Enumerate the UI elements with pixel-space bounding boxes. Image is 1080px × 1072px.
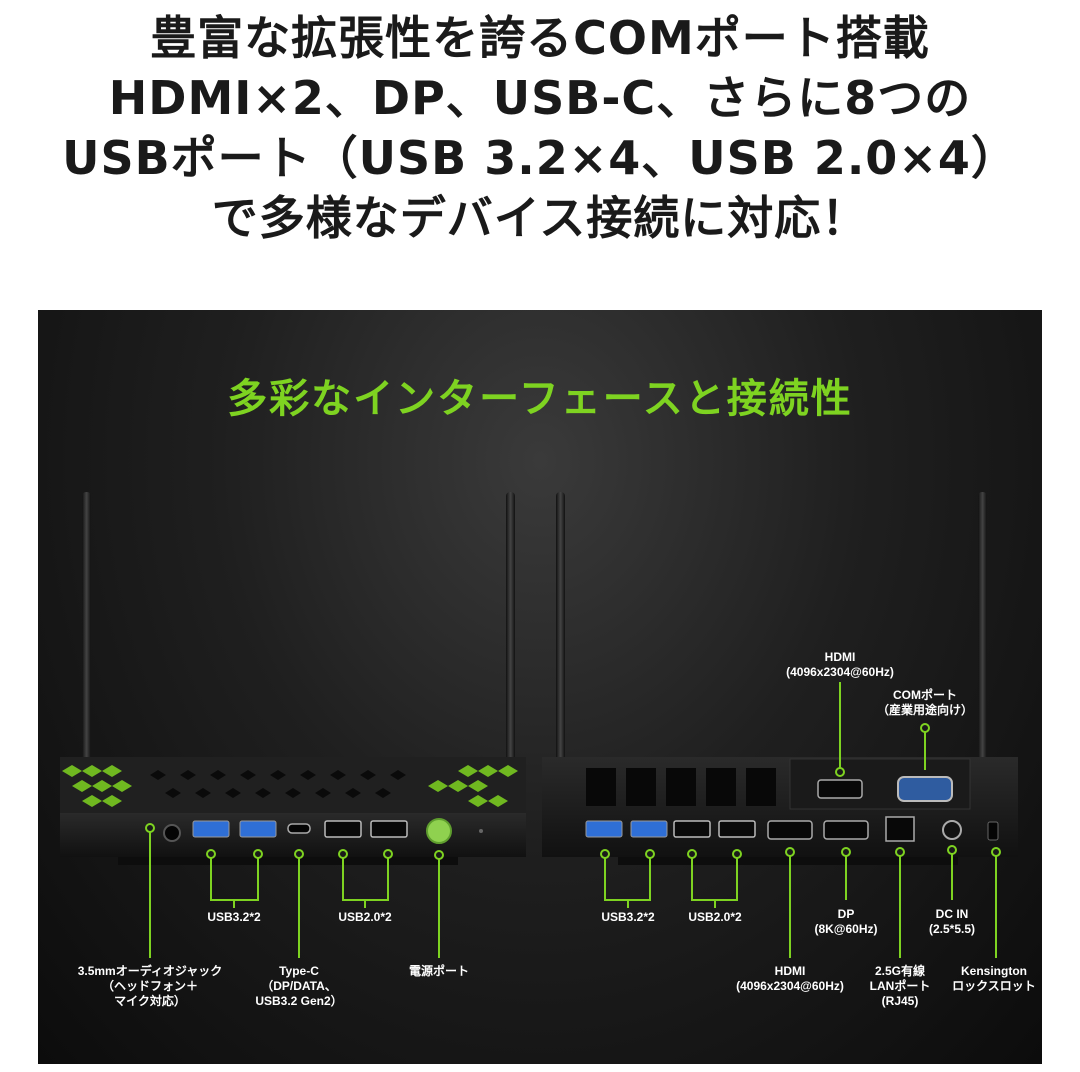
- callout-dots: [145, 723, 1001, 860]
- com-port-icon: [897, 776, 953, 802]
- dc-in-icon: [942, 820, 962, 840]
- power-button-icon: [426, 818, 452, 844]
- label-type-c-line-3: USB3.2 Gen2）: [255, 994, 343, 1008]
- label-rear-hdmi-bottom: HDMI (4096x2304@60Hz): [710, 964, 870, 994]
- label-front-usb20: USB2.0*2: [338, 910, 392, 924]
- antenna-icon: [506, 492, 515, 762]
- usb-port-icon: [192, 820, 230, 838]
- type-c-port-icon: [287, 823, 311, 834]
- vent-pattern-icon: [62, 765, 518, 807]
- label-rear-hdmi-bottom-line-1: HDMI: [774, 964, 806, 978]
- headline-line-4: で多様なデバイス接続に対応！: [211, 191, 869, 245]
- label-rear-hdmi-bottom-line-2: (4096x2304@60Hz): [736, 979, 844, 993]
- label-dc-in: DC IN (2.5*5.5): [912, 907, 992, 937]
- usb-port-icon: [324, 820, 362, 838]
- label-rear-usb20: USB2.0*2: [688, 910, 742, 924]
- label-kensington: Kensington ロックスロット: [946, 964, 1042, 994]
- kensington-lock-icon: [987, 821, 999, 841]
- dp-port-icon: [823, 820, 869, 840]
- label-com-port: COMポート （産業用途向け）: [865, 688, 985, 718]
- usb-port-icon: [585, 820, 623, 838]
- usb-port-icon: [239, 820, 277, 838]
- usb-port-icon: [370, 820, 408, 838]
- label-dp-line-1: DP: [837, 907, 855, 921]
- label-rear-usb32: USB3.2*2: [601, 910, 655, 924]
- usb-port-icon: [718, 820, 756, 838]
- device-illustration: [60, 492, 1018, 958]
- label-audio-jack-line-2: （ヘッドフォン＋: [101, 979, 198, 993]
- label-audio-jack-line-3: マイク対応）: [114, 994, 186, 1008]
- label-type-c: Type-C （DP/DATA、 USB3.2 Gen2）: [239, 964, 359, 1009]
- label-rear-hdmi-top: HDMI (4096x2304@60Hz): [760, 650, 920, 680]
- label-lan-port-line-3: (RJ45): [881, 994, 919, 1008]
- audio-jack-icon: [163, 824, 181, 842]
- hdmi-port-icon: [767, 820, 813, 840]
- label-kensington-line-2: ロックスロット: [952, 979, 1036, 993]
- headline-line-2: HDMI×2、DP、USB-C、さらに8つの: [108, 71, 972, 125]
- front-panel: [60, 813, 526, 857]
- product-image-panel: 多彩なインターフェースと接続性: [38, 310, 1042, 1064]
- usb-port-icon: [673, 820, 711, 838]
- hdmi-port-icon: [817, 779, 863, 799]
- label-type-c-line-2: （DP/DATA、: [261, 979, 337, 993]
- label-dc-in-line-2: (2.5*5.5): [928, 922, 976, 936]
- label-audio-jack-line-1: 3.5mmオーディオジャック: [77, 964, 223, 978]
- label-dc-in-line-1: DC IN: [935, 907, 969, 921]
- label-com-port-line-1: COMポート: [893, 688, 957, 702]
- antenna-icon: [978, 492, 987, 792]
- label-dp-line-2: (8K@60Hz): [814, 922, 878, 936]
- label-lan-port: 2.5G有線 LANポート (RJ45): [860, 964, 940, 1009]
- label-com-port-line-2: （産業用途向け）: [876, 703, 973, 717]
- rear-unit: [542, 492, 1018, 865]
- rear-vents: [586, 768, 776, 806]
- panel-title: 多彩なインターフェースと接続性: [227, 376, 853, 422]
- vent-holes: [150, 770, 406, 798]
- label-rear-hdmi-top-line-2: (4096x2304@60Hz): [786, 665, 894, 679]
- headline-line-3: USBポート（USB 3.2×4、USB 2.0×4）: [62, 131, 1018, 185]
- headline: 豊富な拡張性を誇るCOMポート搭載 HDMI×2、DP、USB-C、さらに8つの…: [0, 8, 1080, 248]
- headline-line-1: 豊富な拡張性を誇るCOMポート搭載: [150, 11, 930, 65]
- lan-port-icon: [885, 816, 915, 842]
- label-kensington-line-1: Kensington: [961, 964, 1027, 978]
- front-chassis-top: [60, 757, 526, 813]
- label-lan-port-line-2: LANポート: [869, 979, 931, 993]
- label-type-c-line-1: Type-C: [279, 964, 319, 978]
- usb-port-icon: [630, 820, 668, 838]
- label-lan-port-line-1: 2.5G有線: [874, 964, 926, 978]
- antenna-icon: [82, 492, 91, 762]
- label-front-usb32: USB3.2*2: [207, 910, 261, 924]
- label-rear-hdmi-top-line-1: HDMI: [824, 650, 856, 664]
- label-dp: DP (8K@60Hz): [796, 907, 896, 937]
- front-unit: [60, 492, 526, 865]
- label-audio-jack: 3.5mmオーディオジャック （ヘッドフォン＋ マイク対応）: [60, 964, 240, 1009]
- antenna-icon: [556, 492, 565, 792]
- label-power-port: 電源ポート: [408, 964, 469, 978]
